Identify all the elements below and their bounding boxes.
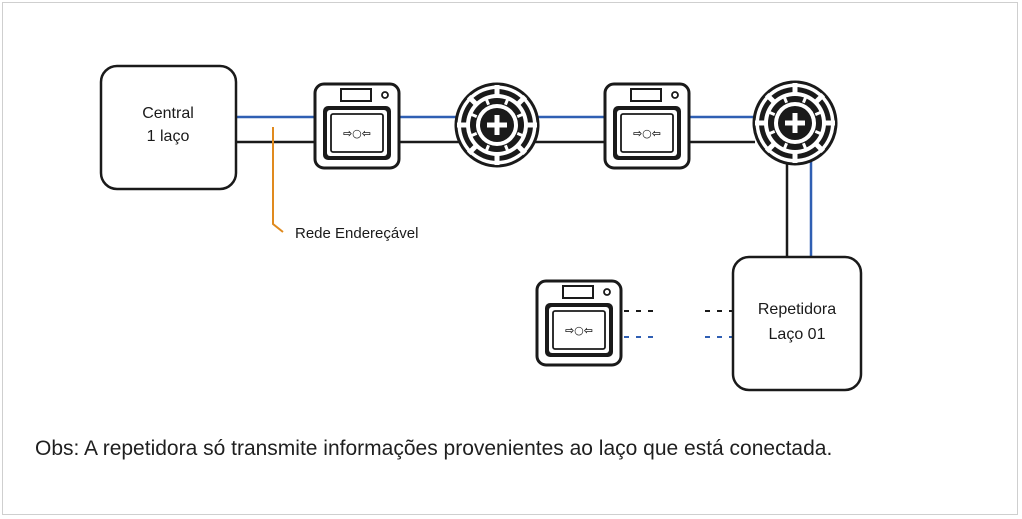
central-label-line2: 1 laço — [147, 128, 190, 145]
repeater-label-line2: Laço 01 — [769, 326, 826, 343]
manual-call-point-icon — [603, 82, 691, 170]
smoke-detector-icon — [454, 82, 540, 168]
dashed-wires — [624, 310, 733, 338]
network-callout-line — [272, 127, 284, 233]
repeater-box — [731, 255, 863, 392]
central-box — [99, 64, 238, 191]
manual-call-point-icon — [313, 82, 401, 170]
repeater-label-line1: Repetidora — [758, 301, 836, 318]
central-label-line1: Central — [142, 105, 194, 122]
network-label: Rede Endereçável — [295, 225, 418, 242]
smoke-detector-icon — [752, 80, 838, 166]
observation-note: Obs: A repetidora só transmite informaçõ… — [35, 437, 833, 460]
manual-call-point-icon — [535, 279, 623, 367]
